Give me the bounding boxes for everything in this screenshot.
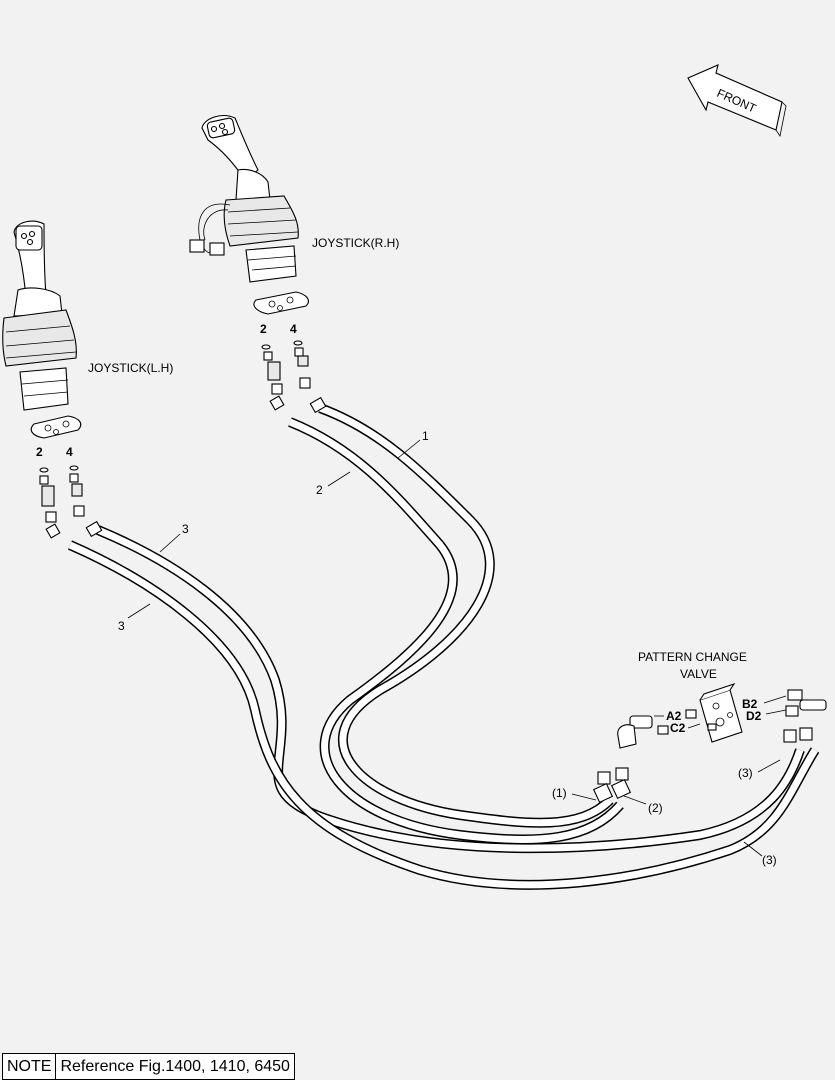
hose-3-lower-callout: 3 — [118, 619, 125, 633]
note-label: NOTE — [7, 1058, 52, 1075]
ref-3-lower-callout: (3) — [762, 853, 777, 867]
port-c2-label: C2 — [670, 721, 686, 735]
port-a2-label: A2 — [666, 709, 682, 723]
pattern-valve-title-2: VALVE — [680, 667, 717, 681]
port-b2-label: B2 — [742, 697, 758, 711]
note-box: NOTE Reference Fig.1400, 1410, 6450 — [2, 1053, 295, 1080]
ref-1-callout: (1) — [552, 786, 567, 800]
pattern-change-valve — [592, 682, 827, 804]
hose-3-upper-callout: 3 — [182, 522, 189, 536]
lh-port-2-label: 2 — [36, 445, 43, 459]
joystick-lh-label: JOYSTICK(L.H) — [88, 361, 173, 375]
rh-port-2-label: 2 — [260, 322, 267, 336]
lh-port-4-label: 4 — [66, 445, 73, 459]
joystick-rh-label: JOYSTICK(R.H) — [312, 236, 399, 250]
ref-3-upper-callout: (3) — [738, 766, 753, 780]
hose-3-b — [67, 540, 820, 890]
joystick-rh: 2 4 — [189, 115, 327, 414]
hose-1-callout: 1 — [422, 429, 429, 443]
joystick-lh: 2 4 — [2, 220, 103, 539]
pattern-valve-title-1: PATTERN CHANGE — [638, 650, 747, 664]
ref-2-callout: (2) — [648, 801, 663, 815]
port-d2-label: D2 — [746, 709, 762, 723]
hose-1 — [318, 403, 614, 828]
hose-2 — [288, 417, 624, 845]
front-arrow-icon: FRONT — [687, 64, 787, 138]
hose-2-callout: 2 — [316, 483, 323, 497]
rh-port-4-label: 4 — [290, 322, 297, 336]
hose-3-a — [96, 525, 805, 854]
note-reference-text: Reference Fig.1400, 1410, 6450 — [55, 1054, 294, 1079]
